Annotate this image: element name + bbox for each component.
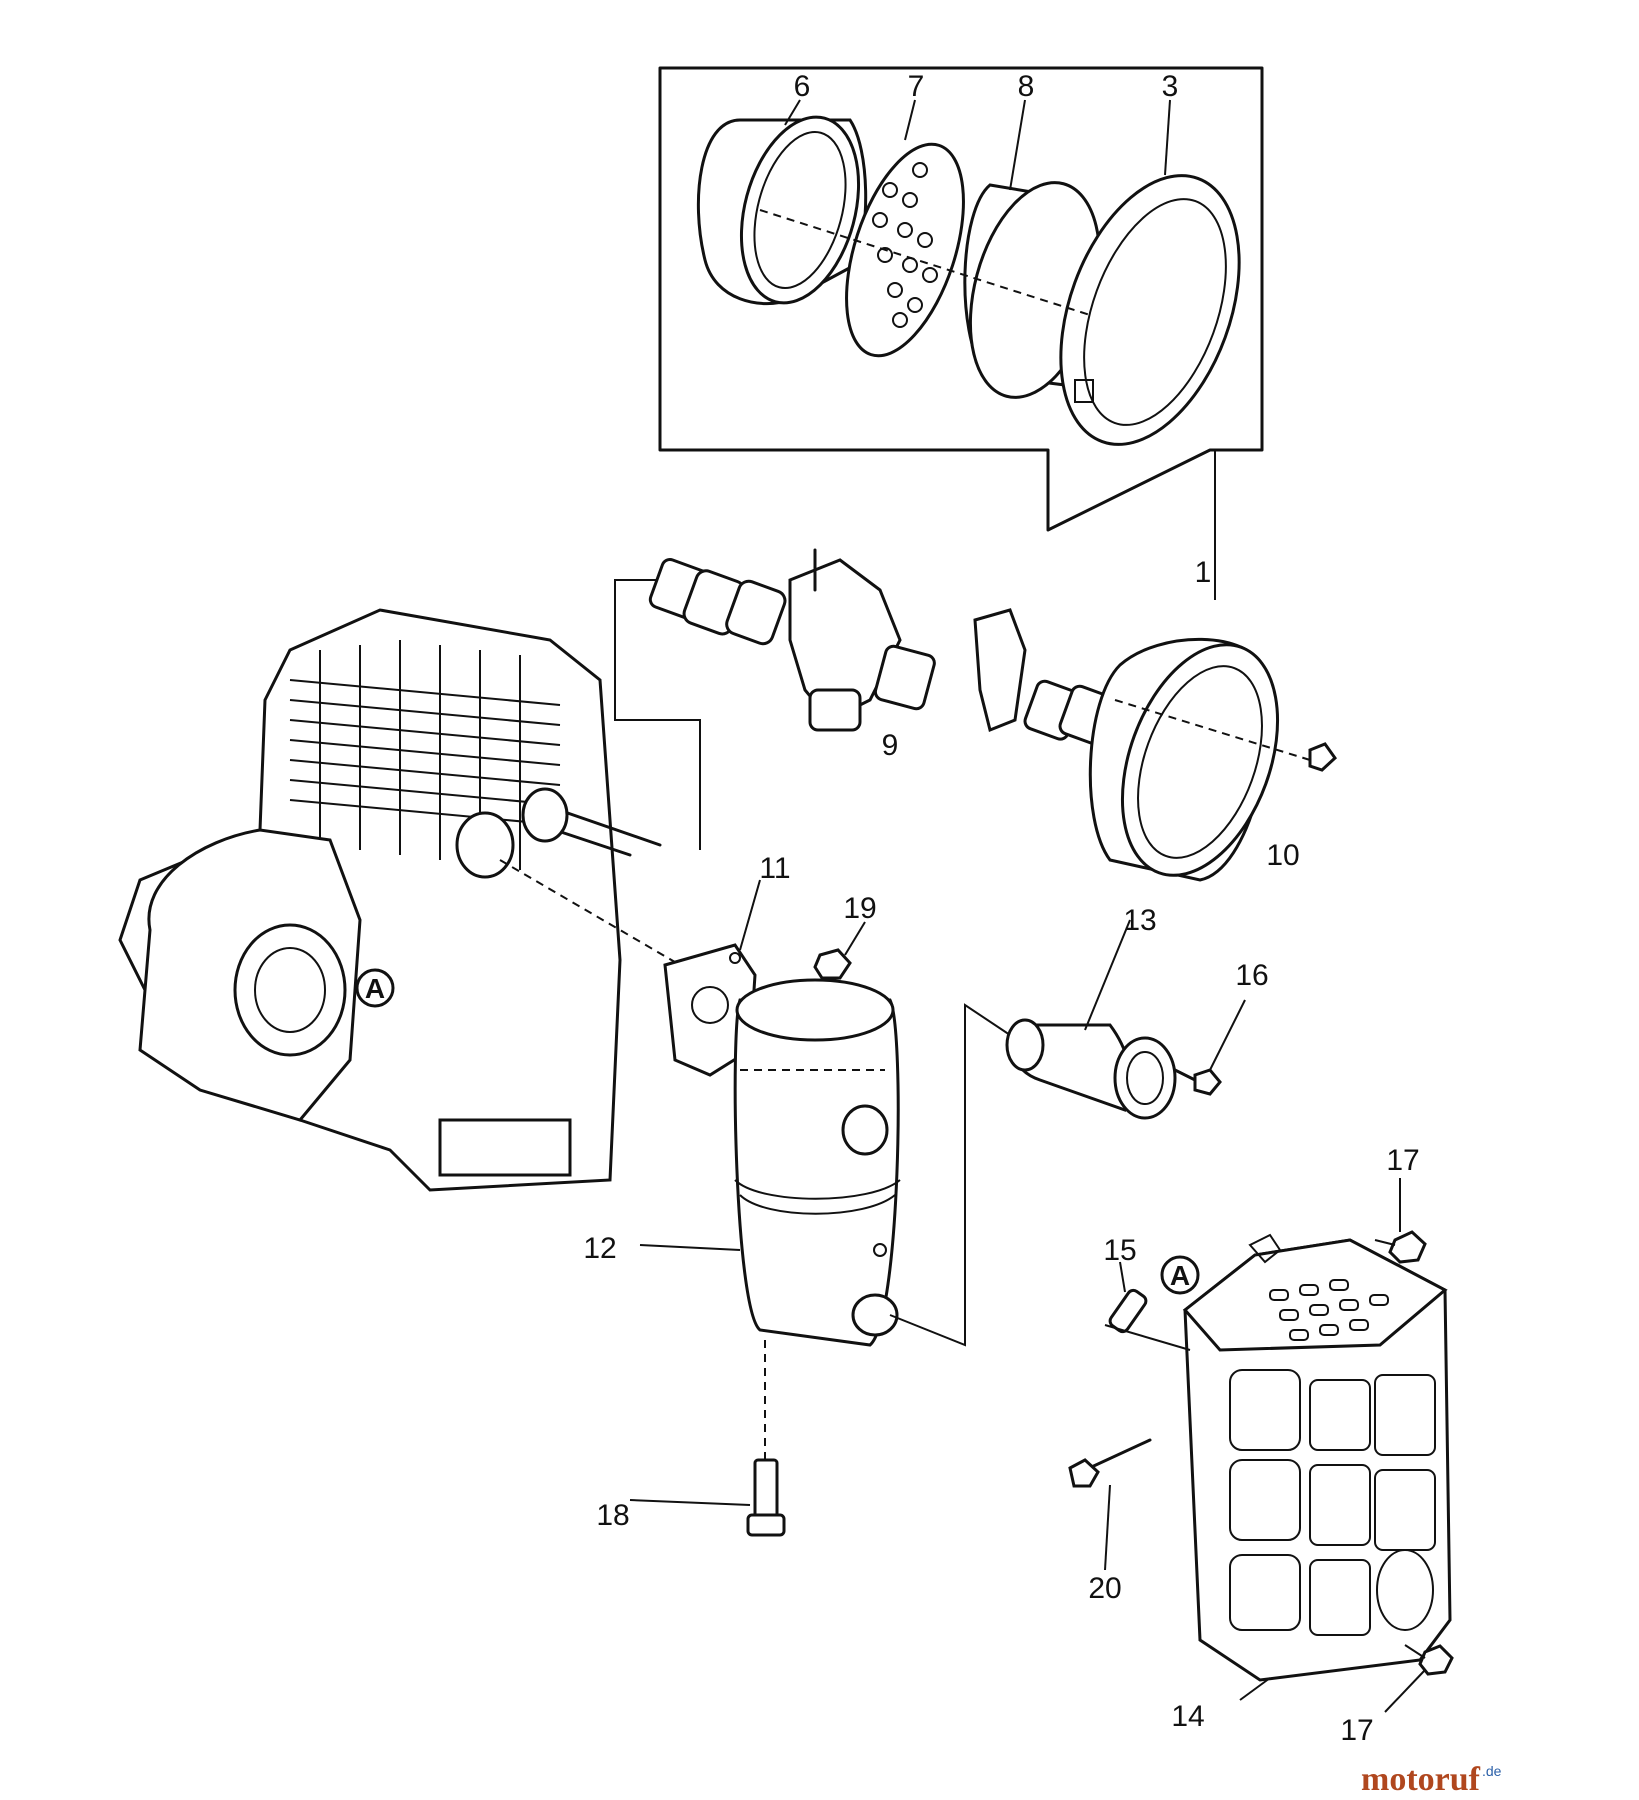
filter-screen-part	[845, 142, 965, 358]
label-part-6: 6	[794, 70, 811, 103]
bolt-part-17-top	[1374, 1178, 1427, 1264]
air-cleaner-housing-part	[1088, 637, 1337, 882]
label-part-17-top: 17	[1386, 1144, 1419, 1177]
label-part-9: 9	[882, 729, 899, 762]
watermark-suffix: .de	[1482, 1763, 1502, 1779]
reference-a-engine	[355, 968, 395, 1008]
label-part-11: 11	[759, 852, 790, 885]
label-part-1: 1	[1195, 556, 1212, 589]
nut-part-19	[813, 921, 866, 980]
label-reference-a-engine: A	[365, 973, 385, 1004]
label-part-10: 10	[1266, 839, 1299, 872]
label-part-19: 19	[843, 892, 876, 925]
air-cleaner-cover-part	[1059, 174, 1241, 446]
label-part-17-bottom: 17	[1340, 1714, 1373, 1747]
label-part-16: 16	[1235, 959, 1268, 992]
exhaust-pipe-part	[889, 919, 1177, 1347]
label-part-18: 18	[596, 1499, 629, 1532]
label-part-8: 8	[1018, 70, 1035, 103]
bolt-part-17-bottom	[1384, 1644, 1454, 1713]
label-part-3: 3	[1162, 70, 1179, 103]
watermark-name: motoruf	[1361, 1761, 1481, 1798]
bolt-part-18	[629, 1458, 786, 1537]
reference-a-guard	[1160, 1255, 1200, 1295]
watermark-logo: motoruf .de	[1361, 1761, 1502, 1798]
label-part-13: 13	[1123, 904, 1156, 937]
inset-leaders	[784, 99, 1171, 191]
bolt-part-16	[1173, 999, 1246, 1096]
label-part-15: 15	[1103, 1234, 1136, 1267]
label-part-20: 20	[1088, 1572, 1121, 1605]
air-cleaner-base-part	[696, 115, 868, 306]
carburetor-assembly	[614, 548, 1117, 850]
air-cleaner-inset	[658, 66, 1264, 540]
engine-block	[118, 608, 681, 1192]
label-reference-a-guard: A	[1170, 1260, 1190, 1291]
muffler-guard-part	[1182, 1233, 1452, 1701]
muffler-part	[639, 978, 901, 1460]
label-part-14: 14	[1171, 1700, 1204, 1733]
label-part-12: 12	[583, 1232, 616, 1265]
bolt-part-20	[1068, 1438, 1152, 1571]
exhaust-gasket-part	[663, 879, 761, 1077]
label-part-7: 7	[908, 70, 925, 103]
part-labels: 1 3 6 7 8 9 10 11 12 13 14 15 16 17 17 1…	[365, 70, 1420, 1747]
pin-part-15	[1104, 1261, 1191, 1351]
